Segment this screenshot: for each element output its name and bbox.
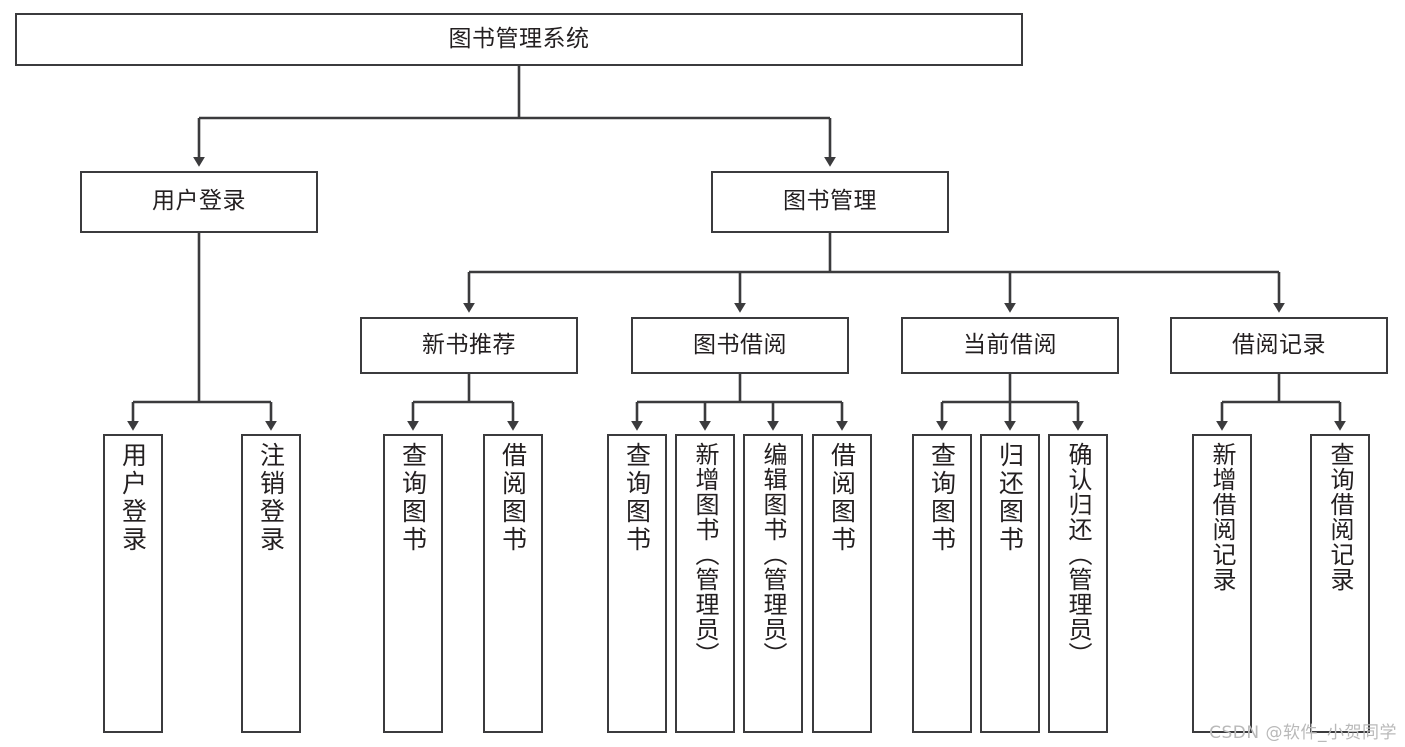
- node-label: 新增图书（管理员）: [691, 442, 719, 667]
- leaf-add-borrow-record[interactable]: 新增借阅记录: [1192, 434, 1252, 733]
- node-label: 编辑图书（管理员）: [759, 442, 787, 667]
- node-label: 查询借阅记录: [1326, 442, 1354, 592]
- leaf-edit-book[interactable]: 编辑图书（管理员）: [743, 434, 803, 733]
- leaf-user-login[interactable]: 用户登录: [103, 434, 163, 733]
- node-root-system[interactable]: 图书管理系统: [15, 13, 1023, 66]
- node-book-borrow[interactable]: 图书借阅: [631, 317, 849, 374]
- node-label: 用户登录: [152, 188, 246, 215]
- node-label: 归还图书: [995, 442, 1025, 554]
- node-new-book-recommend[interactable]: 新书推荐: [360, 317, 578, 374]
- leaf-add-book[interactable]: 新增图书（管理员）: [675, 434, 735, 733]
- node-label: 当前借阅: [963, 331, 1057, 358]
- node-label: 图书管理: [783, 188, 877, 215]
- leaf-return-book[interactable]: 归还图书: [980, 434, 1040, 733]
- leaf-query-borrow-record[interactable]: 查询借阅记录: [1310, 434, 1370, 733]
- node-label: 查询图书: [927, 442, 957, 554]
- node-label: 新增借阅记录: [1208, 442, 1236, 592]
- node-current-borrow[interactable]: 当前借阅: [901, 317, 1119, 374]
- node-label: 借阅图书: [827, 442, 857, 554]
- node-label: 确认归还（管理员）: [1064, 442, 1092, 667]
- node-label: 借阅记录: [1232, 331, 1326, 358]
- leaf-query-book-borrow[interactable]: 查询图书: [607, 434, 667, 733]
- node-label: 查询图书: [398, 442, 428, 554]
- leaf-query-book-current[interactable]: 查询图书: [912, 434, 972, 733]
- node-user-login[interactable]: 用户登录: [80, 171, 318, 233]
- csdn-watermark: CSDN @软件_小贺同学: [1209, 723, 1397, 743]
- leaf-logout-login[interactable]: 注销登录: [241, 434, 301, 733]
- leaf-confirm-return[interactable]: 确认归还（管理员）: [1048, 434, 1108, 733]
- node-label: 借阅图书: [498, 442, 528, 554]
- node-label: 注销登录: [256, 442, 286, 554]
- node-borrow-record[interactable]: 借阅记录: [1170, 317, 1388, 374]
- node-label: 新书推荐: [422, 331, 516, 358]
- leaf-borrow-book-recommend[interactable]: 借阅图书: [483, 434, 543, 733]
- node-label: 图书借阅: [693, 331, 787, 358]
- node-label: 图书管理系统: [448, 25, 590, 52]
- node-book-management[interactable]: 图书管理: [711, 171, 949, 233]
- leaf-query-book-recommend[interactable]: 查询图书: [383, 434, 443, 733]
- node-label: 用户登录: [118, 442, 148, 554]
- node-label: 查询图书: [622, 442, 652, 554]
- leaf-borrow-book[interactable]: 借阅图书: [812, 434, 872, 733]
